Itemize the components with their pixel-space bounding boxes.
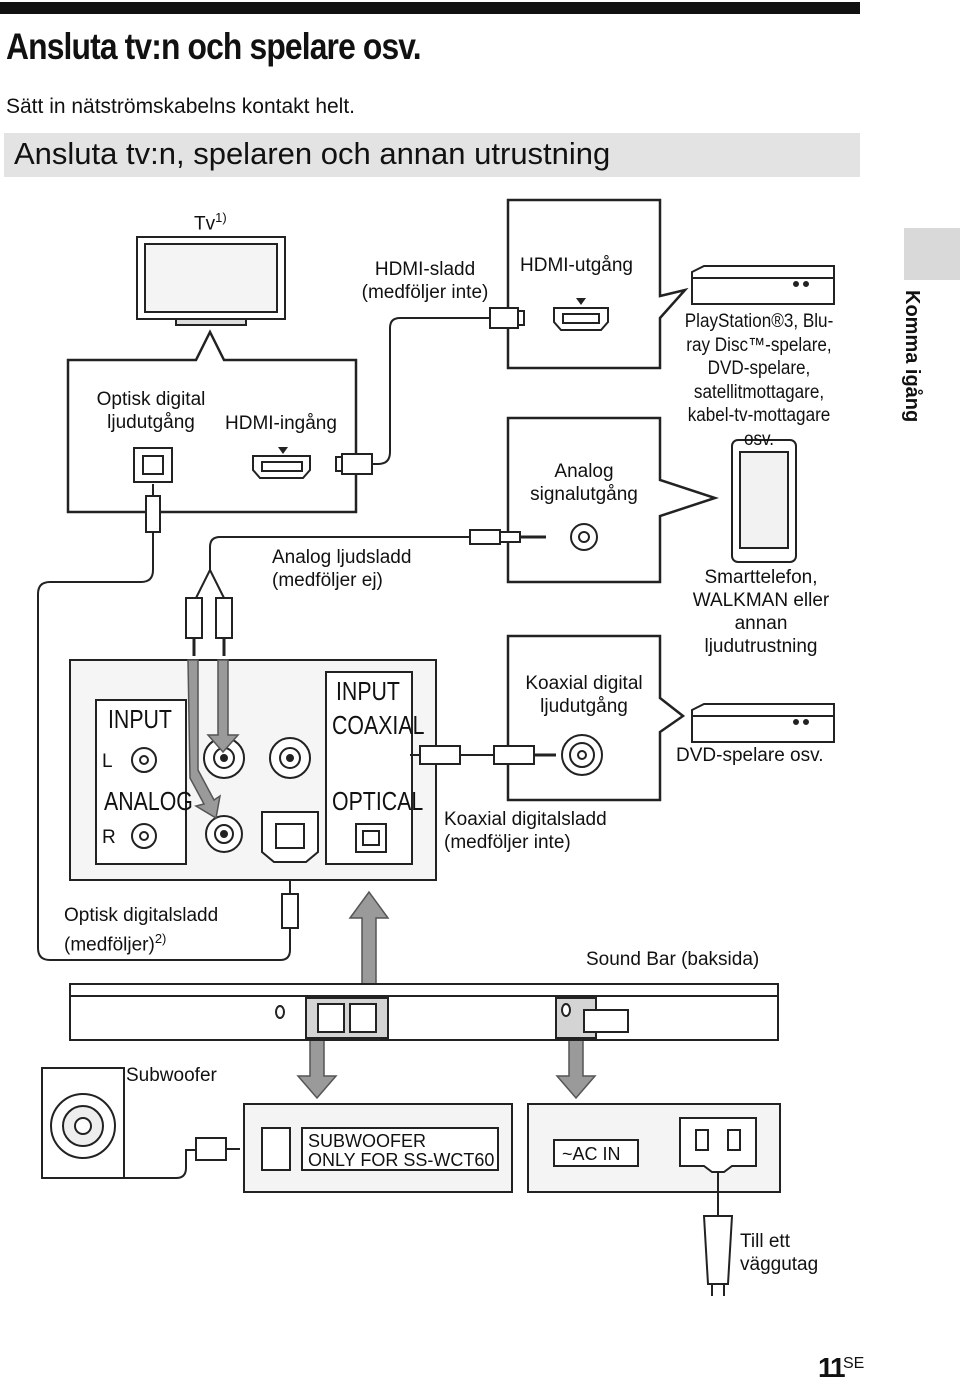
- analog-out-label: Analog signalutgång: [530, 461, 638, 505]
- page-suffix: SE: [843, 1355, 865, 1372]
- section-title: Ansluta tv:n, spelaren och annan utrustn…: [14, 136, 611, 171]
- intro-text: Sätt in nätströmskabelns kontakt helt.: [6, 95, 356, 118]
- section-bar: [4, 133, 860, 177]
- bluray-player-icon: [691, 265, 835, 305]
- sound-bar-rear: [69, 983, 779, 1041]
- hdmi-cable-label: HDMI-sladd (medföljer inte): [361, 259, 489, 303]
- hdmi-cable: [335, 307, 525, 475]
- optical-cable-footnote: 2): [154, 931, 167, 946]
- player-panel-box: [506, 198, 689, 370]
- tv-label-text: Tv: [194, 213, 216, 235]
- subwoofer-label: Subwoofer: [126, 1065, 217, 1086]
- top-rule: [0, 2, 860, 14]
- analog-cable-label: Analog ljudsladd (medföljer ej): [272, 547, 412, 591]
- phone-devices-label: Smarttelefon, WALKMAN eller annan ljudut…: [692, 567, 830, 657]
- coax-cable: [410, 745, 556, 765]
- side-tab: [904, 228, 960, 280]
- smartphone-icon: [731, 439, 797, 563]
- player-hdmi-port-icon: [553, 307, 609, 331]
- subwoofer-port-icon: [261, 1127, 291, 1171]
- phone-panel-box: [506, 416, 720, 584]
- panel-input-left: INPUT: [108, 704, 172, 734]
- player-hdmi-out-label: HDMI-utgång: [520, 255, 633, 276]
- dvd-player-icon: [691, 703, 835, 743]
- ac-in-port-icon: [679, 1117, 757, 1173]
- wall-outlet-label: Till ett väggutag: [740, 1231, 819, 1275]
- subwoofer-icon: [41, 1067, 125, 1179]
- sound-bar-label: Sound Bar (baksida): [586, 949, 760, 970]
- subwoofer-port-text-1: SUBWOOFER: [308, 1131, 427, 1151]
- analog-jack-icon: [570, 523, 598, 551]
- tv-optical-port-icon: [133, 447, 173, 483]
- page-title: Ansluta tv:n och spelare osv.: [6, 26, 422, 67]
- tv-panel-box: [66, 329, 358, 514]
- panel-coaxial-label: COAXIAL: [332, 710, 425, 740]
- tv-optical-out-label: Optisk digital ljudutgång: [96, 389, 206, 433]
- coax-jack-icon: [561, 734, 603, 776]
- panel-optical-label: OPTICAL: [332, 786, 424, 816]
- optical-cable-label-text: Optisk digitalsladd (medföljer): [64, 905, 219, 956]
- ac-in-label: ~AC IN: [562, 1144, 621, 1164]
- optical-cable: [37, 484, 299, 961]
- subwoofer-cable: [124, 1137, 240, 1179]
- panel-analog-label: ANALOG: [104, 786, 193, 816]
- coax-out-label: Koaxial digital ljudutgång: [525, 673, 643, 717]
- tv-label: Tv1): [194, 206, 227, 235]
- panel-input-right: INPUT: [336, 676, 400, 706]
- tv-icon: [136, 236, 286, 326]
- page-number: 11: [818, 1352, 846, 1383]
- tv-footnote: 1): [215, 210, 227, 225]
- power-cable: [702, 1172, 734, 1296]
- optical-cable-label: Optisk digitalsladd (medföljer)2): [64, 904, 254, 956]
- coax-cable-label: Koaxial digitalsladd (medföljer inte): [444, 809, 607, 853]
- dvd-panel-box: [506, 634, 686, 802]
- panel-r-label: R: [102, 827, 116, 848]
- tv-hdmi-in-label: HDMI-ingång: [225, 413, 337, 434]
- tv-hdmi-port-icon: [252, 455, 311, 479]
- subwoofer-port-text-2: ONLY FOR SS-WCT60: [308, 1150, 495, 1170]
- dvd-devices-label: DVD-spelare osv.: [676, 745, 824, 766]
- panel-l-label: L: [102, 751, 113, 772]
- analog-audio-cable: [185, 529, 546, 656]
- side-tab-label: Komma igång: [901, 290, 923, 423]
- player-devices-label: PlayStation®3, Blu-ray Disc™-spelare, DV…: [684, 311, 834, 450]
